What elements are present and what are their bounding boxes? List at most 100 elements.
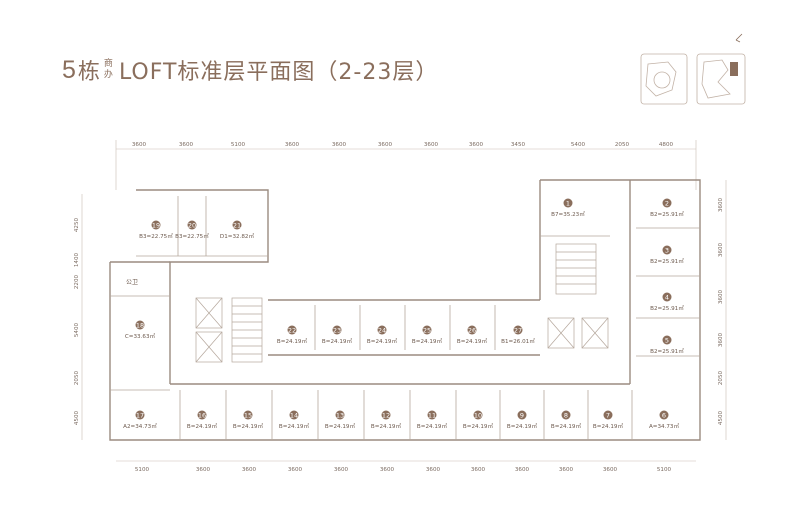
room-number: 13: [336, 411, 344, 419]
dim-top: 4800: [659, 142, 674, 148]
room-number: 26: [468, 326, 476, 334]
room-number: 16: [198, 411, 206, 419]
room-area: B=24.19㎡: [371, 422, 402, 430]
dim-bottom: 3600: [196, 467, 211, 473]
room-number: 2: [665, 199, 669, 207]
dim-top: 3600: [424, 142, 439, 148]
room-number: 20: [188, 221, 196, 229]
site-keymap: [640, 33, 746, 105]
room-area: B=24.19㎡: [551, 422, 582, 430]
dim-left: 2200: [74, 274, 80, 289]
room-number-badge: [662, 335, 672, 345]
room-number: 4: [665, 293, 669, 301]
room-number-badge: [563, 198, 573, 208]
room-number: 22: [288, 326, 296, 334]
dim-bottom: 3600: [515, 467, 530, 473]
title-main: LOFT标准层平面图（2-23层）: [118, 60, 439, 85]
room-number: 8: [564, 411, 568, 419]
dim-bottom: 3600: [603, 467, 618, 473]
room-number-badge: [473, 410, 483, 420]
room-15: 15B=24.19㎡: [233, 410, 263, 430]
dim-bottom: 5100: [657, 467, 672, 473]
room-area: B=24.19㎡: [325, 422, 356, 430]
room-area: B2=25.91㎡: [650, 347, 684, 355]
room-number-badge: [197, 410, 207, 420]
dim-right: 3600: [718, 289, 724, 304]
room-partitions: [110, 196, 700, 440]
room-area: B=24.19㎡: [457, 337, 488, 345]
room-number: 27: [514, 326, 522, 334]
dim-left: 1400: [74, 252, 80, 267]
room-5: 5B2=25.91㎡: [650, 335, 684, 355]
room-number: 7: [606, 411, 610, 419]
room-area: B=24.19㎡: [322, 337, 353, 345]
room-4: 4B2=25.91㎡: [650, 292, 684, 312]
room-number-badge: [467, 325, 477, 335]
dim-top: 3600: [179, 142, 194, 148]
room-area: D1=32.82㎡: [220, 232, 255, 240]
room-number-badge: [289, 410, 299, 420]
room-number-badge: [427, 410, 437, 420]
room-area: B=24.19㎡: [279, 422, 310, 430]
room-26: 26B=24.19㎡: [457, 325, 488, 345]
dim-bottom: 5100: [135, 467, 150, 473]
dim-bottom: 3600: [242, 467, 257, 473]
public-toilet-label: 公卫: [126, 279, 138, 286]
room-area: B=24.19㎡: [367, 337, 398, 345]
room-labels: 1B7=35.23㎡2B2=25.91㎡3B2=25.91㎡4B2=25.91㎡…: [123, 198, 684, 430]
room-area: B=24.19㎡: [593, 422, 624, 430]
room-number-badge: [517, 410, 527, 420]
room-number-badge: [659, 410, 669, 420]
room-area: B=24.19㎡: [277, 337, 308, 345]
room-10: 10B=24.19㎡: [463, 410, 493, 430]
room-area: B=24.19㎡: [507, 422, 538, 430]
room-area: A2=34.73㎡: [123, 422, 157, 430]
room-number-badge: [135, 320, 145, 330]
room-number: 23: [333, 326, 341, 334]
room-22: 22B=24.19㎡: [277, 325, 308, 345]
room-number: 1: [566, 199, 570, 207]
room-7: 7B=24.19㎡: [593, 410, 624, 430]
room-24: 24B=24.19㎡: [367, 325, 398, 345]
dim-right: 3600: [718, 242, 724, 257]
dim-top: 5400: [571, 142, 586, 148]
building-char: 栋: [77, 60, 100, 85]
usage-label-top: 商: [103, 59, 113, 69]
dim-bottom: 3600: [380, 467, 395, 473]
dim-left: 4250: [74, 217, 80, 232]
room-area: B3=22.75㎡: [175, 232, 209, 240]
room-number: 6: [662, 411, 666, 419]
room-number: 9: [520, 411, 524, 419]
room-number-badge: [377, 325, 387, 335]
room-2: 2B2=25.91㎡: [650, 198, 684, 218]
room-number: 5: [665, 336, 669, 344]
room-14: 14B=24.19㎡: [279, 410, 310, 430]
room-number-badge: [335, 410, 345, 420]
room-25: 25B=24.19㎡: [412, 325, 443, 345]
dim-bottom: 3600: [471, 467, 486, 473]
room-number-badge: [151, 220, 161, 230]
room-number: 12: [382, 411, 390, 419]
room-number-badge: [513, 325, 523, 335]
dimension-lines: [81, 140, 727, 462]
dim-top: 5100: [231, 142, 246, 148]
dim-top: 3600: [132, 142, 147, 148]
dim-bottom: 3600: [288, 467, 303, 473]
dim-bottom: 3600: [426, 467, 441, 473]
room-6: 6A=34.73㎡: [649, 410, 679, 430]
room-number: 18: [136, 321, 144, 329]
room-area: B=24.19㎡: [187, 422, 218, 430]
room-number-badge: [662, 292, 672, 302]
room-area: B=24.19㎡: [412, 337, 443, 345]
room-number-badge: [232, 220, 242, 230]
dim-right: 4500: [718, 410, 724, 425]
room-13: 13B=24.19㎡: [325, 410, 356, 430]
dim-left: 4500: [74, 410, 80, 425]
dim-left: 5400: [74, 322, 80, 337]
dim-right: 3600: [718, 332, 724, 347]
